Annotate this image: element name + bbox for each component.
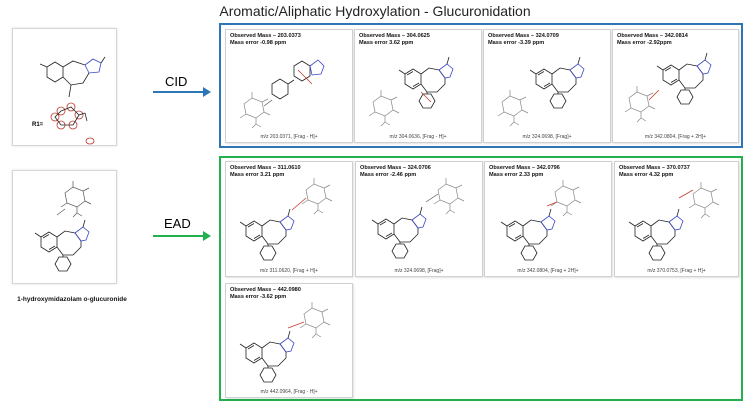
observed-mass: Observed Mass – 342.0796: [489, 165, 560, 171]
cid-parent-structure-card: R1=: [12, 28, 117, 146]
mz-annotation: m/z 203.0371, [Frag - H]+: [260, 134, 318, 140]
observed-mass: Observed Mass – 442.0980: [230, 287, 301, 293]
compound-name: 1-hydroxymidazolam o-glucuronide: [17, 296, 127, 303]
mass-error: Mass error 2.33 ppm: [489, 172, 544, 178]
observed-mass: Observed Mass – 304.0625: [359, 33, 430, 39]
mass-error: Mass error -2.92ppm: [617, 40, 672, 46]
mz-annotation: m/z 324.0698, [Frag]+: [394, 268, 444, 274]
fragment-structure: [368, 56, 454, 127]
observed-mass: Observed Mass – 203.0373: [230, 33, 301, 39]
page-title: Aromatic/Aliphatic Hydroxylation - Glucu…: [219, 3, 531, 19]
mz-annotation: m/z 311.0620, [Frag + H]+: [260, 268, 318, 274]
mz-annotation: m/z 370.0753, [Frag + H]+: [647, 268, 706, 274]
ead-arrow: [153, 231, 211, 241]
fragment-structure: [239, 301, 331, 383]
mass-error: Mass error -3.62 ppm: [230, 294, 287, 300]
mz-annotation: m/z 304.0636, [Frag - H]+: [389, 134, 447, 140]
fragment-structure: [371, 177, 465, 259]
r1-label: R1=: [32, 122, 44, 128]
fragment-structure: [624, 52, 712, 123]
observed-mass: Observed Mass – 342.0814: [617, 33, 688, 39]
observed-mass: Observed Mass – 311.0610: [230, 165, 301, 171]
fragment-structure: [239, 59, 325, 129]
fragment-structure: [500, 179, 582, 261]
cid-section: [219, 23, 743, 148]
fragment-structure: [497, 56, 585, 127]
ead-section: [219, 156, 743, 401]
observed-mass: Observed Mass – 324.0709: [488, 33, 559, 39]
cid-arrow: [153, 87, 211, 97]
mass-error: Mass error 3.62 ppm: [359, 40, 414, 46]
parent-structure-drawing: [39, 56, 106, 145]
fragment-structure: [628, 181, 720, 261]
fragment-structure: [239, 177, 333, 261]
mz-annotation: m/z 324.0698, [Frag]+: [522, 134, 572, 140]
glucuronide-structure-drawing: [34, 180, 92, 272]
observed-mass: Observed Mass – 324.0706: [360, 165, 431, 171]
mz-annotation: m/z 342.0804, [Frag + 2H]+: [644, 134, 707, 140]
mz-annotation: m/z 442.0964, [Frag - H]+: [260, 389, 318, 395]
ead-label: EAD: [164, 216, 191, 231]
mass-error: Mass error -0.98 ppm: [230, 40, 287, 46]
mz-annotation: m/z 342.0804, [Frag + 2H]+: [517, 268, 579, 274]
ead-parent-structure-card: [12, 170, 117, 284]
cid-label: CID: [165, 74, 188, 89]
observed-mass: Observed Mass – 370.0737: [619, 165, 690, 171]
mass-error: Mass error 3.21 ppm: [230, 172, 285, 178]
mass-error: Mass error -2.46 ppm: [360, 172, 417, 178]
mass-error: Mass error -3.39 ppm: [488, 40, 545, 46]
mass-error: Mass error 4.32 ppm: [619, 172, 674, 178]
